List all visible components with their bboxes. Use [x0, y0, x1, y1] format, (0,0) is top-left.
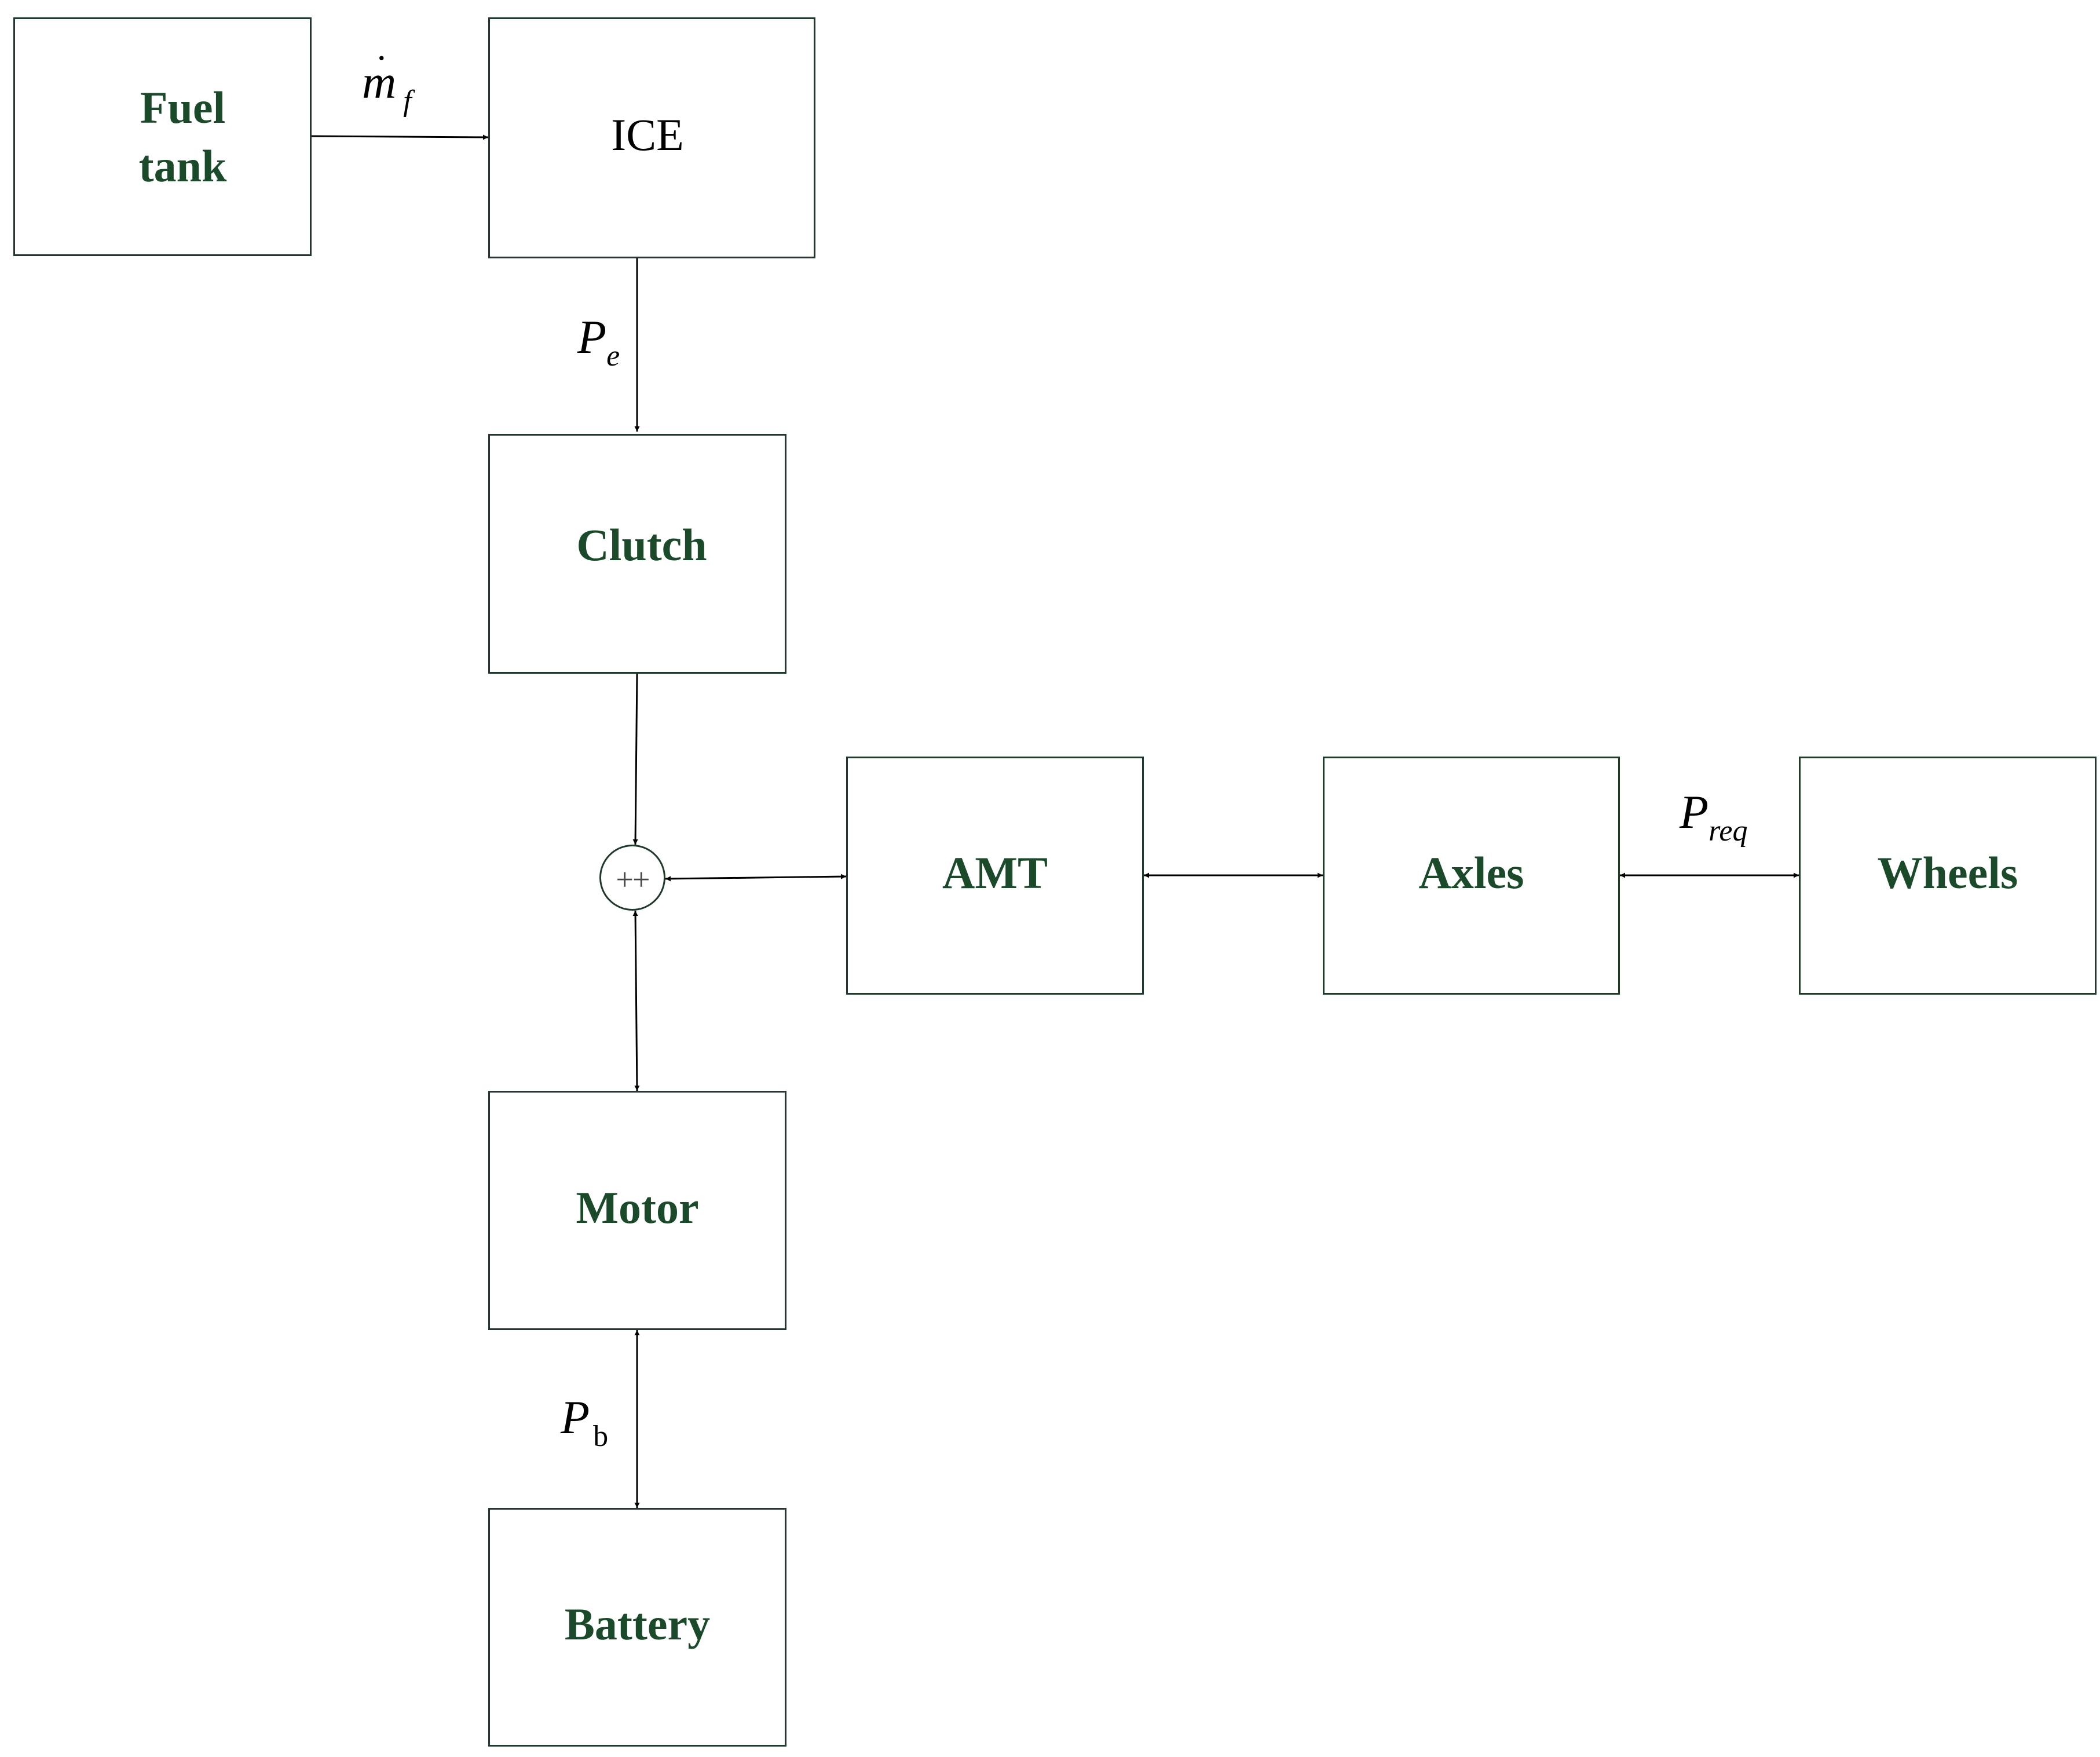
fuel-to-ice-arrow — [311, 134, 489, 140]
ice-block: ICE — [488, 17, 815, 258]
engine-power-subscript: e — [606, 339, 620, 372]
summing-junction: ++ — [599, 845, 665, 911]
battery-power-symbol: P — [561, 1391, 590, 1444]
required-power-label: Preq — [1680, 785, 1747, 848]
amt-block: AMT — [846, 757, 1144, 995]
ice-label: ICE — [611, 109, 684, 160]
battery-power-subscript: b — [593, 1420, 609, 1453]
required-power-subscript: req — [1708, 814, 1748, 848]
junction-amt-arrow — [665, 874, 847, 882]
fuel-flow-subscript: f — [403, 85, 412, 118]
axles-label: Axles — [1418, 847, 1524, 898]
motor-block: Motor — [488, 1091, 786, 1330]
clutch-label: Clutch — [576, 520, 707, 571]
fuel-tank-block: Fuel tank — [13, 17, 312, 256]
time-derivative-dot: ˙ — [375, 48, 389, 92]
fuel-flow-symbol: m — [362, 56, 397, 108]
motor-label: Motor — [576, 1182, 699, 1233]
clutch-to-junction-arrow — [632, 673, 638, 845]
amt-label: AMT — [942, 847, 1048, 898]
clutch-block: Clutch — [488, 434, 786, 674]
battery-block: Battery — [488, 1508, 786, 1747]
summing-junction-label: ++ — [616, 862, 650, 897]
engine-power-symbol: P — [577, 311, 607, 363]
junction-motor-arrow — [632, 910, 640, 1091]
battery-label: Battery — [564, 1599, 711, 1650]
wheels-block: Wheels — [1799, 757, 2097, 995]
wheels-label: Wheels — [1877, 847, 2018, 898]
fuel-tank-label: Fuel tank — [138, 82, 227, 191]
engine-power-label: Pe — [577, 310, 620, 372]
axles-block: Axles — [1323, 757, 1620, 995]
required-power-symbol: P — [1680, 786, 1709, 838]
